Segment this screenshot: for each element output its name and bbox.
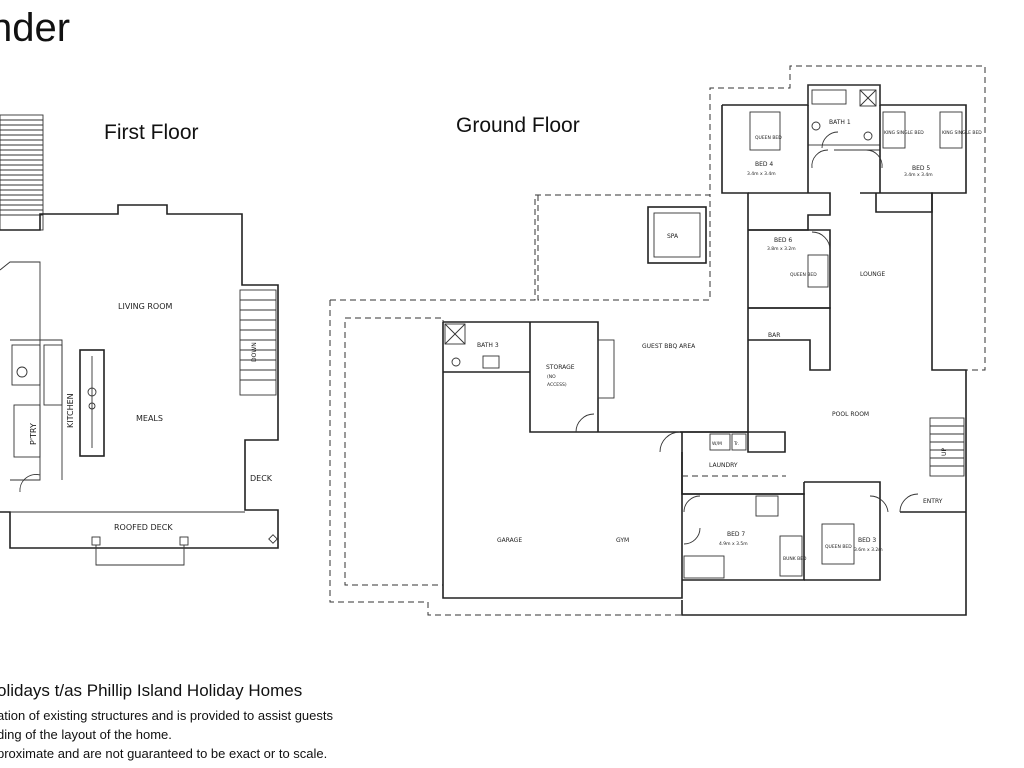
bed4-bed-label: QUEEN BED [755, 135, 782, 141]
lounge-label: LOUNGE [860, 271, 885, 278]
deck-label: DECK [250, 474, 273, 483]
bed3-bed-label: QUEEN BED [825, 544, 852, 550]
storage-note-2: ACCESS) [547, 382, 567, 388]
gym-label: GYM [616, 537, 629, 544]
bed5-label: BED 5 [912, 165, 930, 172]
storage-label: STORAGE [546, 364, 575, 371]
bed5-dims: 3.4m x 3.4m [904, 172, 933, 178]
stairs [239, 289, 277, 396]
bath1-label: BATH 1 [829, 119, 851, 126]
bed6-label: BED 6 [774, 237, 792, 244]
bed6-bed-label: QUEEN BED [790, 272, 817, 278]
footer-note-2: ding of the layout of the home. [0, 727, 172, 742]
living-room-label: LIVING ROOM [118, 302, 173, 311]
up-label: UP [941, 448, 948, 456]
bed3-dims: 3.6m x 3.2m [854, 547, 883, 553]
bed7-label: BED 7 [727, 531, 745, 538]
pool-room-label: POOL ROOM [832, 411, 869, 418]
floor-plan-drawing: LIVING ROOM MEALS KITCHEN P'TRY ROOFED D… [0, 65, 986, 616]
first-floor-outline [0, 204, 279, 549]
ground-floor-outline [442, 84, 967, 616]
bed4-label: BED 4 [755, 161, 773, 168]
bunk-bed-label: BUNK BED [783, 556, 807, 562]
down-label: DOWN [251, 342, 258, 362]
ground-floor-plan: BATH 1 BED 4 3.4m x 3.4m QUEEN BED BED 5… [329, 65, 986, 616]
bed7-dims: 4.9m x 3.5m [719, 541, 748, 547]
bed4-dims: 3.4m x 3.4m [747, 171, 776, 177]
first-floor-plan: LIVING ROOM MEALS KITCHEN P'TRY ROOFED D… [0, 114, 279, 566]
meals-label: MEALS [136, 414, 163, 423]
wm-label: W/M [712, 441, 722, 447]
pantry-label: P'TRY [29, 423, 38, 445]
storage-note-1: (NO [547, 374, 556, 380]
bed5-bed-b-label: KING SINGLE BED [942, 130, 982, 136]
footer-company: olidays t/as Phillip Island Holiday Home… [0, 681, 303, 700]
roof-hatch [0, 114, 44, 231]
first-floor-label: First Floor [104, 121, 199, 144]
spa-label: SPA [667, 233, 679, 240]
bar-label: BAR [768, 332, 780, 339]
kitchen-label: KITCHEN [66, 393, 75, 428]
bed5-bed-a-label: KING SINGLE BED [884, 130, 924, 136]
tr-label: Tr. [733, 441, 739, 447]
bath3-label: BATH 3 [477, 342, 499, 349]
ground-floor-label: Ground Floor [456, 114, 580, 137]
entry-label: ENTRY [923, 498, 943, 505]
footer-note-1: ation of existing structures and is prov… [0, 708, 334, 723]
entry-stairs [929, 417, 965, 477]
bed3-label: BED 3 [858, 537, 876, 544]
page-title: nder [0, 6, 71, 50]
garage-label: GARAGE [497, 537, 522, 544]
roofed-deck-label: ROOFED DECK [114, 523, 173, 532]
laundry-label: LAUNDRY [709, 462, 738, 469]
footer-note-3: proximate and are not guaranteed to be e… [0, 746, 328, 761]
guest-bbq-label: GUEST BBQ AREA [642, 343, 696, 350]
bed6-dims: 3.8m x 3.2m [767, 246, 796, 252]
